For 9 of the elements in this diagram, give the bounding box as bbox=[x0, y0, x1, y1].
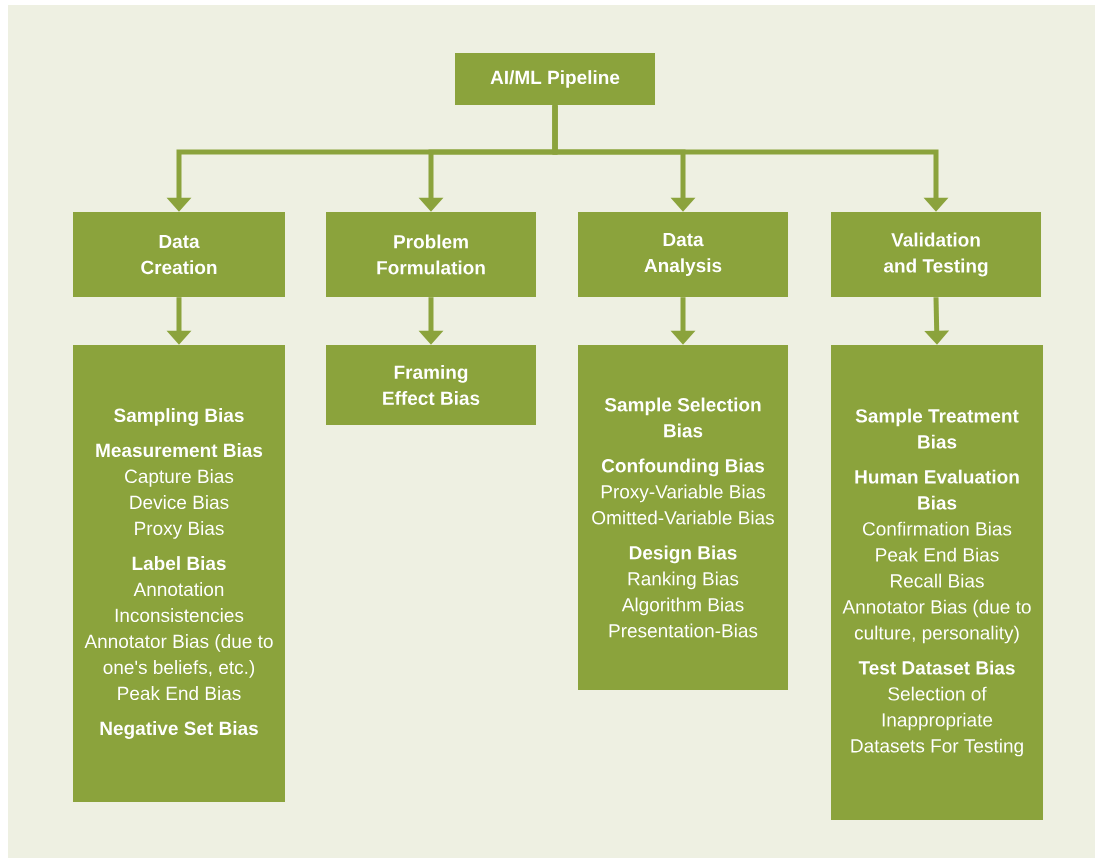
bias-list-box: Framing Effect Bias bbox=[326, 345, 536, 425]
stage-box: Data Analysis bbox=[578, 212, 788, 297]
stage-box: Problem Formulation bbox=[326, 212, 536, 297]
stage-box: Data Creation bbox=[73, 212, 285, 297]
bias-list-box: Sample Selection Bias Confounding Bias Proxy-Variable Bias Omitted-Variable Bias Design Bias Ranking Bias Algorithm Bias Presentation-Bias bbox=[578, 345, 788, 690]
bias-list-box: Sample Treatment Bias Human Evaluation Bias Confirmation Bias Peak End Bias Recall Bias Annotator Bias (due to culture, personality) Test Dataset Bias Selection of Inappropriate Datasets For Testing bbox=[831, 345, 1043, 820]
bias-list-box: Sampling Bias Measurement Bias Capture Bias Device Bias Proxy Bias Label Bias Annotation Inconsistencies Annotator Bias (due to one's beliefs, etc.) Peak End Bias Negative Set Bias bbox=[73, 345, 285, 802]
stage-box: Validation and Testing bbox=[831, 212, 1041, 297]
root-box: AI/ML Pipeline bbox=[455, 53, 655, 105]
